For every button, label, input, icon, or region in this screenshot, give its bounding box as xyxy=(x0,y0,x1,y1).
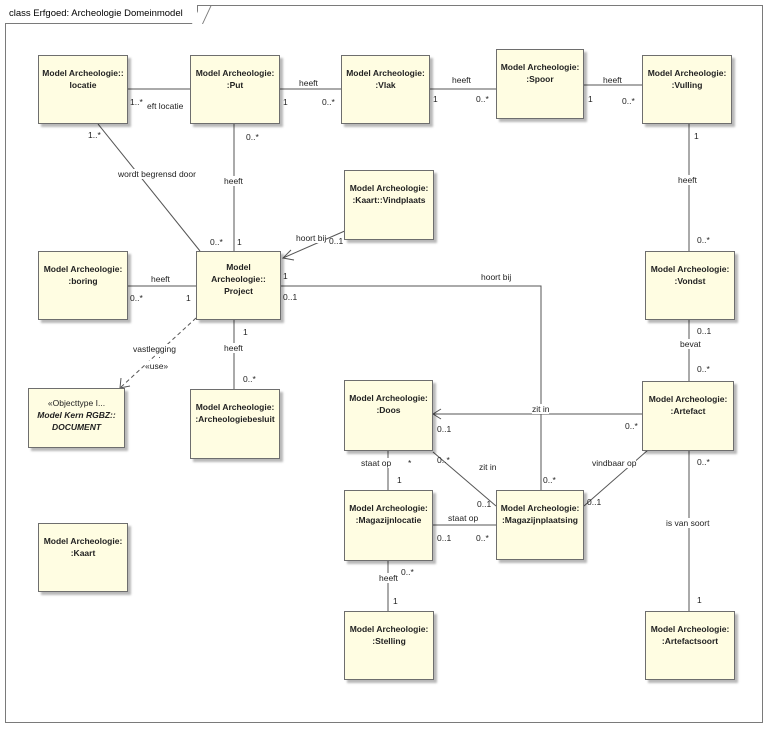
label-project-mag: hoort bij xyxy=(481,272,512,282)
label-put-vlak: heeft xyxy=(299,78,318,88)
mult-magloc-plaatsing-3: 0..* xyxy=(476,533,489,543)
mult-project-mag-1: 1 xyxy=(283,271,288,281)
label-doos-plaatsing: zit in xyxy=(479,462,497,472)
mult-project-besluit-2: 0..* xyxy=(243,374,256,384)
label-vlak-spoor: heeft xyxy=(452,75,471,85)
label-vindplaats-project: hoort bij xyxy=(296,233,327,243)
class-artefact[interactable]: Model Archeologie::Artefact xyxy=(642,381,734,451)
role-locatie-project: wordt begrensd door xyxy=(118,169,196,179)
stereotype-use: «use» xyxy=(145,361,169,371)
mult-put-vlak-1: 1 xyxy=(283,97,288,107)
class-vindplaats[interactable]: Model Archeologie::Kaart::Vindplaats xyxy=(344,170,434,240)
label-project-besluit: heeft xyxy=(224,343,243,353)
label-vulling-vondst: heeft xyxy=(678,175,697,185)
mult-vondst-artefact-1: 0..1 xyxy=(697,326,712,336)
mult-project-top-1: 0..* xyxy=(210,237,223,247)
label-artefact-plaatsing: vindbaar op xyxy=(592,458,637,468)
label-boring-project: heeft xyxy=(151,274,170,284)
edge-doos-magazijnplaatsing xyxy=(432,451,497,507)
mult-artefact-doos-2: 0..* xyxy=(625,421,638,431)
class-vulling[interactable]: Model Archeologie::Vulling xyxy=(642,55,732,124)
edge-project-magazijnplaatsing xyxy=(281,285,542,490)
mult-doos-magazijnlocatie-1: * xyxy=(408,458,412,468)
mult-vindplaats: 0..1 xyxy=(329,236,344,246)
mult-artefact-doos-1: 0..1 xyxy=(437,424,452,434)
mult-vondst-artefact-2: 0..* xyxy=(697,364,710,374)
diagram-frame xyxy=(5,5,763,723)
class-vlak[interactable]: Model Archeologie::Vlak xyxy=(341,55,430,124)
mult-doos-magazijnlocatie-2: 1 xyxy=(397,475,402,485)
edge-locatie-project xyxy=(97,123,201,252)
label-artefact-soort: is van soort xyxy=(666,518,710,528)
mult-project-mag-2: 0..1 xyxy=(283,292,298,302)
mult-spoor-vulling-1: 1 xyxy=(588,94,593,104)
mult-magloc-stelling-2: 1 xyxy=(393,596,398,606)
class-kaart[interactable]: Model Archeologie::Kaart xyxy=(38,523,128,592)
mult-project-besluit-1: 1 xyxy=(243,327,248,337)
edge-artefact-magazijnplaatsing xyxy=(583,449,649,507)
class-artefactsoort[interactable]: Model Archeologie::Artefactsoort xyxy=(645,611,735,680)
mult-artefact-soort-1: 0..* xyxy=(697,457,710,467)
class-spoor[interactable]: Model Archeologie::Spoor xyxy=(496,49,584,119)
mult-vulling-vondst-1: 1 xyxy=(694,131,699,141)
diagram-title: class Erfgoed: Archeologie Domeinmodel xyxy=(5,5,198,24)
class-locatie[interactable]: Model Archeologie::locatie xyxy=(38,55,128,124)
class-magazijnplaatsing[interactable]: Model Archeologie::Magazijnplaatsing xyxy=(496,490,584,560)
class-magazijnlocatie[interactable]: Model Archeologie::Magazijnlocatie xyxy=(344,490,433,561)
arrow-vindplaats-project xyxy=(281,249,295,261)
class-vondst[interactable]: Model Archeologie::Vondst xyxy=(645,251,735,320)
label-spoor-vulling: heeft xyxy=(603,75,622,85)
mult-boring: 0..* xyxy=(130,293,143,303)
mult-artefact-plaatsing: 0..1 xyxy=(587,497,602,507)
mult-boring-project: 1 xyxy=(186,293,191,303)
mult-magloc-plaatsing-2: 0..1 xyxy=(437,533,452,543)
mult-put-project: 0..* xyxy=(246,132,259,142)
mult-project-mag-bottom: 0..* xyxy=(543,475,556,485)
mult-magloc-stelling-1: 0..* xyxy=(401,567,414,577)
mult-locatie-project: 1..* xyxy=(88,130,101,140)
class-stelling[interactable]: Model Archeologie::Stelling xyxy=(344,611,434,680)
label-magloc-plaatsing: staat op xyxy=(448,513,479,523)
class-put[interactable]: Model Archeologie::Put xyxy=(190,55,280,124)
mult-magloc-plaatsing-1: 0..1 xyxy=(477,499,492,509)
label-magloc-stelling: heeft xyxy=(379,573,398,583)
label-artefact-doos: zit in xyxy=(532,404,550,414)
mult-vulling-vondst-2: 0..* xyxy=(697,235,710,245)
label-doos-magazijnlocatie: staat op xyxy=(361,458,392,468)
role-locatie: eft locatie xyxy=(147,101,184,111)
dot-project-document: · xyxy=(158,352,161,362)
class-document[interactable]: «Objecttype I...Model Kern RGBZ::DOCUMEN… xyxy=(28,388,125,448)
class-doos[interactable]: Model Archeologie::Doos xyxy=(344,380,433,451)
mult-vlak-spoor-2: 0..* xyxy=(476,94,489,104)
mult-artefact-soort-2: 1 xyxy=(697,595,702,605)
mult-locatie-put: 1..* xyxy=(130,97,143,107)
class-boring[interactable]: Model Archeologie::boring xyxy=(38,251,128,320)
label-vondst-artefact: bevat xyxy=(680,339,701,349)
mult-put-vlak-2: 0..* xyxy=(322,97,335,107)
mult-doos-plaatsing-1: 0..* xyxy=(437,455,450,465)
mult-spoor-vulling-2: 0..* xyxy=(622,96,635,106)
mult-vlak-spoor-1: 1 xyxy=(433,94,438,104)
class-archeologiebesluit[interactable]: Model Archeologie::Archeologiebesluit xyxy=(190,389,280,459)
label-project-document: vastlegging xyxy=(133,344,177,354)
edge-vindplaats-project xyxy=(282,229,348,259)
label-put-project: heeft xyxy=(224,176,243,186)
arrow-artefact-doos xyxy=(432,408,442,420)
mult-project-top-2: 1 xyxy=(237,237,242,247)
